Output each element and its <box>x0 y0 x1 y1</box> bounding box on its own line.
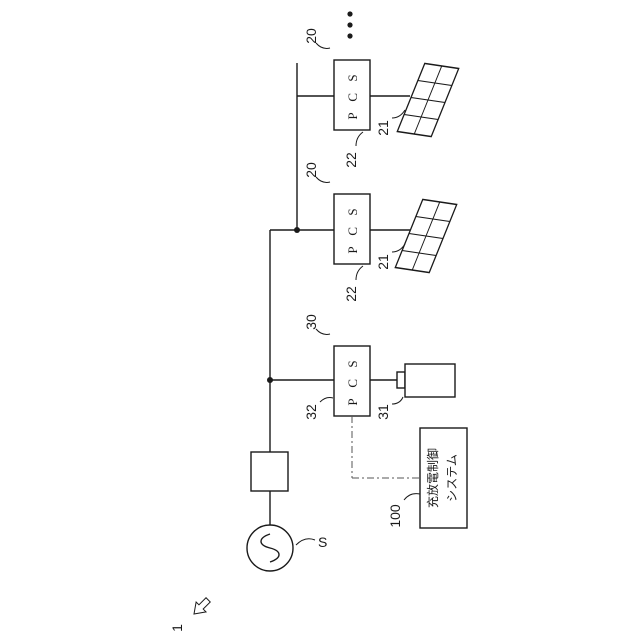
leader-pcs-lower <box>356 266 363 280</box>
ref-control-system: 100 <box>387 504 403 528</box>
ref-pcs-lower: 22 <box>343 286 359 302</box>
pcs-battery-label: P C S <box>345 356 360 405</box>
junction-dot-upper <box>294 227 300 233</box>
ref-pcs-upper: 22 <box>343 152 359 168</box>
ref-pv-panel-upper: 21 <box>375 120 391 136</box>
figure-label: 1 <box>169 624 185 632</box>
grid-connection-box <box>251 452 288 491</box>
pv-panel-upper <box>397 63 458 136</box>
control-system-line1: 充放電制御 <box>425 448 440 508</box>
ref-unit-pv-lower: 20 <box>303 162 319 178</box>
leader-battery <box>392 397 403 404</box>
pcs-upper: P C S <box>334 60 370 130</box>
battery <box>397 364 455 397</box>
pv-panel-lower <box>395 199 456 272</box>
ref-unit-battery: 30 <box>303 314 319 330</box>
ref-unit-pv-upper: 20 <box>303 28 319 44</box>
figure-arrow <box>189 595 213 619</box>
ref-pcs-battery: 32 <box>303 404 319 420</box>
control-system: 充放電制御 システム <box>420 428 467 528</box>
leader-control-system <box>404 494 420 500</box>
source-leader <box>296 539 315 545</box>
leader-pcs-battery <box>320 398 333 403</box>
ref-battery: 31 <box>375 404 391 420</box>
ref-pv-panel-lower: 21 <box>375 254 391 270</box>
junction-dot-lower <box>267 377 273 383</box>
continuation-dots <box>347 11 352 38</box>
pcs-lower-label: P C S <box>345 204 360 253</box>
leader-pcs-upper <box>356 132 363 146</box>
pcs-upper-label: P C S <box>345 70 360 119</box>
pcs-battery: P C S <box>334 346 370 416</box>
control-system-line2: システム <box>445 454 459 502</box>
control-link <box>352 416 420 478</box>
source-label: S <box>318 534 327 550</box>
ac-source <box>247 525 293 571</box>
pcs-lower: P C S <box>334 194 370 264</box>
